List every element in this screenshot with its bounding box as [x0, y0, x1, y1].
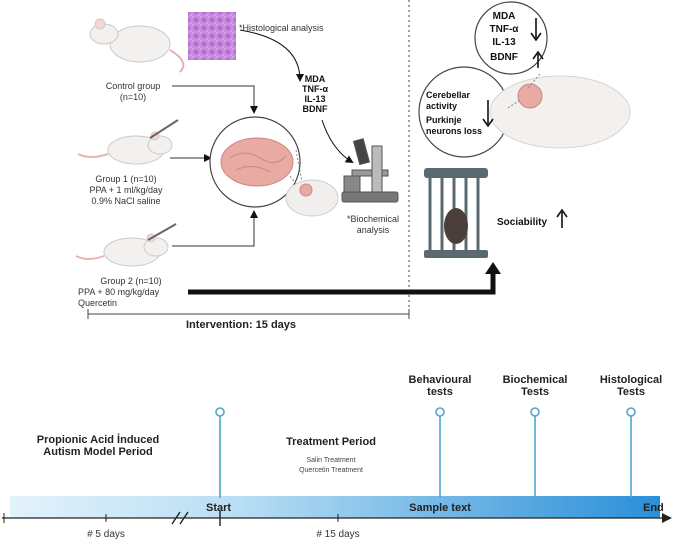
sociability-label: Sociability [497, 217, 548, 228]
markers-result-circle [474, 1, 548, 75]
period2-label: Treatment Period [286, 436, 376, 448]
control-group-label: Control group (n=10) [105, 81, 161, 102]
group2-label: Group 2 (n=10) PPA + 80 mg/kg/day Querce… [78, 276, 162, 308]
group2-rat-icon [75, 223, 177, 267]
cage-icon [424, 168, 488, 258]
milestone-behavioural: Behavioural tests [408, 374, 472, 398]
histological-label: *Histological analysis [239, 23, 324, 33]
period1-label: Propionic Acid İnduced Autism Model Peri… [36, 434, 160, 458]
histology-image [188, 12, 236, 60]
duration-15-days: # 15 days [316, 529, 360, 540]
timeline-start-label: Start [206, 502, 232, 514]
microscope-icon [341, 138, 399, 203]
milestone-biochemical: Biochemical Tests [502, 374, 568, 398]
intervention-arrow [188, 272, 496, 295]
brain-icon [220, 137, 294, 187]
brain-markers: MDA TNF-α IL-13 BDNF [301, 74, 329, 114]
timeline-middle-label: Sample text [409, 502, 471, 514]
rat-head-right-icon [489, 75, 631, 149]
increase-arrow-2 [556, 208, 568, 228]
group-connectors [170, 85, 258, 247]
duration-5-days: # 5 days [87, 529, 125, 540]
intervention-label: Intervention: 15 days [186, 319, 297, 331]
biochem-arrow [321, 119, 354, 164]
axis-break [171, 511, 181, 525]
timeline-pins [215, 407, 636, 498]
treatments-list: Salin Treatment Quercetin Treatment [299, 457, 363, 474]
group1-label: Group 1 (n=10) PPA + 1 ml/kg/day 0.9% Na… [89, 174, 163, 206]
milestone-histological: Histological Tests [599, 374, 663, 398]
result-markers: MDA TNF-α IL-13 BDNF [489, 11, 519, 63]
increase-arrow-1 [532, 50, 544, 68]
decrease-arrow-1 [530, 18, 542, 42]
histology-arrow [239, 29, 304, 82]
group1-rat-icon [77, 119, 179, 165]
rat-head-icon [285, 179, 339, 217]
timeline-end-label: End [643, 502, 664, 514]
decrease-arrow-2 [482, 100, 494, 128]
timeline-bar [10, 496, 660, 518]
cerebellar-text: Cerebellar activity Purkinje neurons los… [426, 90, 483, 136]
control-rat-icon [89, 18, 185, 73]
biochemical-label: *Biochemical analysis [346, 214, 400, 235]
intervention-bracket [87, 309, 410, 319]
